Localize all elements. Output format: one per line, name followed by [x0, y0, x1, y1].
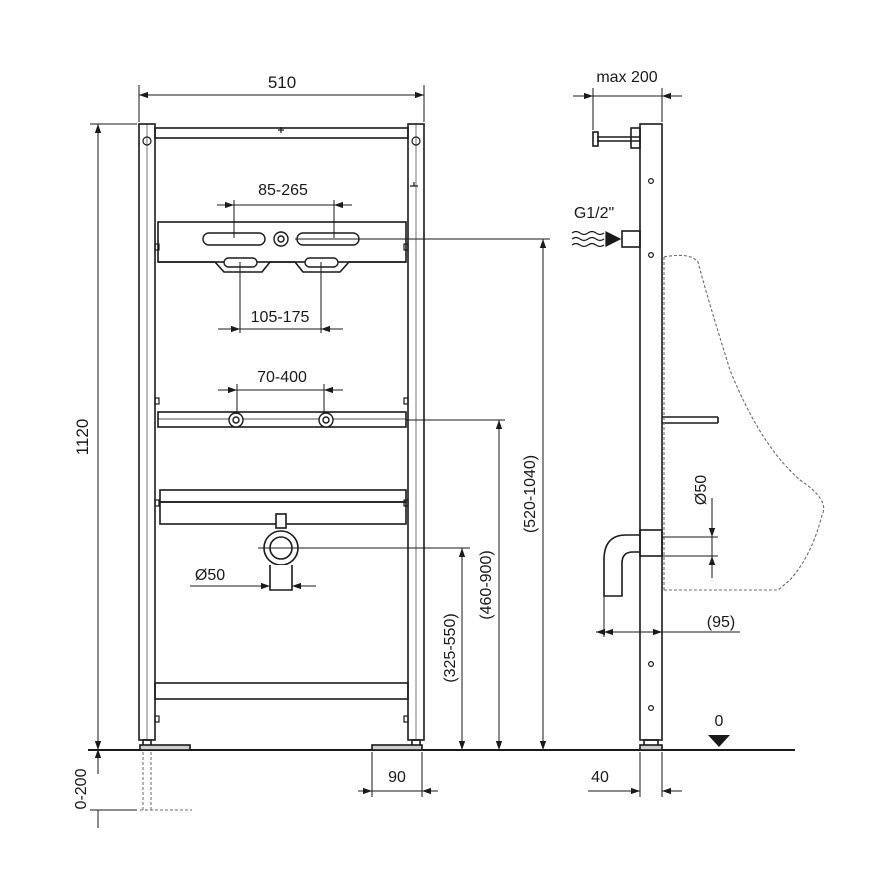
urinal-outline — [663, 254, 825, 591]
drain-fitting — [258, 513, 304, 591]
depth-label: max 200 — [596, 69, 657, 86]
drain-height-label: (325-550) — [442, 613, 459, 682]
adjust-label: 0-200 — [73, 768, 90, 809]
frame-bolts — [142, 127, 421, 723]
side-dimension-lines — [573, 88, 740, 797]
side-frame — [592, 123, 719, 751]
fixing-spacing-label: 85-265 — [258, 182, 308, 199]
supply-height-label: (520-1040) — [522, 455, 539, 533]
supply-label: G1/2" — [574, 205, 614, 222]
supply-arrow — [571, 230, 622, 248]
floor-label: 0 — [715, 713, 724, 730]
hidden-leg — [140, 752, 192, 811]
side-drain-diameter-label: Ø50 — [693, 475, 710, 505]
frame-depth-label: 40 — [591, 769, 609, 786]
width-label: 510 — [268, 73, 296, 92]
rail-fittings — [228, 412, 334, 428]
floor-marker-icon — [708, 735, 730, 747]
rail-height-label: (460-900) — [478, 550, 495, 619]
holder-spacing-label: 105-175 — [251, 309, 310, 326]
drain-diameter-label: Ø50 — [195, 567, 225, 584]
rail-spacing-label: 70-400 — [257, 369, 307, 386]
foot-label: 90 — [388, 769, 406, 786]
offset-label: (95) — [707, 614, 735, 631]
side-holes — [647, 178, 654, 711]
front-frame — [138, 123, 425, 751]
dimension-lines — [90, 85, 550, 828]
height-label: 1120 — [73, 419, 92, 456]
